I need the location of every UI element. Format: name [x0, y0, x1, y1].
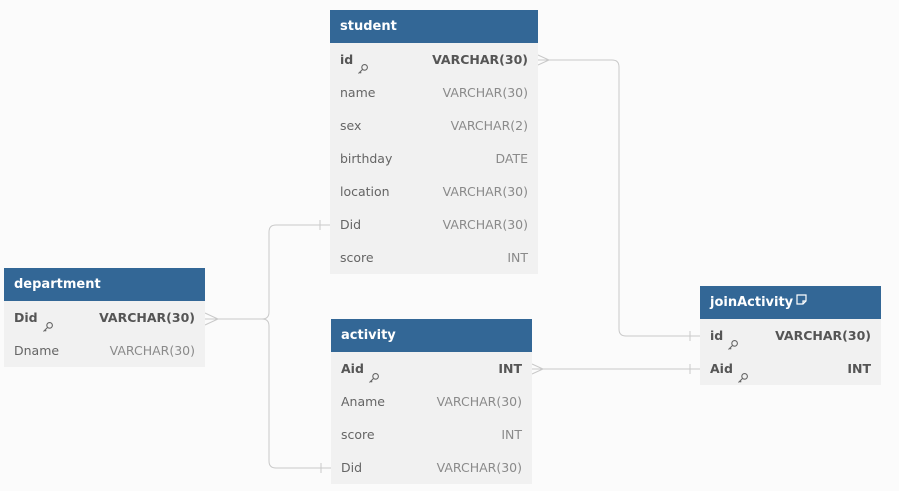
field-name-text: Aname [341, 394, 386, 409]
primary-key-icon [42, 312, 54, 332]
field-name: Aid [710, 352, 749, 385]
relationship-line-student-joinActivity [538, 59, 700, 337]
crows-foot-marker [531, 363, 545, 375]
field-name: Aname [341, 385, 385, 418]
field-name-text: id [710, 328, 724, 343]
field-name: score [341, 418, 375, 451]
field-row-student-4[interactable]: location VARCHAR(30) [330, 175, 538, 208]
table-title: department [14, 277, 101, 292]
table-header-joinActivity[interactable]: joinActivity [700, 286, 881, 319]
table-header-activity[interactable]: activity [331, 319, 532, 352]
field-type: VARCHAR(2) [450, 118, 528, 133]
field-type: VARCHAR(30) [432, 52, 528, 67]
field-type: INT [847, 361, 871, 376]
field-row-student-1[interactable]: name VARCHAR(30) [330, 76, 538, 109]
field-row-joinActivity-0[interactable]: id VARCHAR(30) [700, 319, 881, 352]
primary-key-icon [727, 330, 739, 350]
field-row-student-0[interactable]: id VARCHAR(30) [330, 43, 538, 76]
field-row-student-5[interactable]: Did VARCHAR(30) [330, 208, 538, 241]
note-icon[interactable] [796, 285, 807, 318]
field-name: Aid [341, 352, 380, 385]
field-name-text: location [340, 184, 390, 199]
field-name-text: id [340, 52, 354, 67]
field-name-text: birthday [340, 151, 393, 166]
field-name-text: Dname [14, 343, 60, 358]
field-type: VARCHAR(30) [436, 394, 522, 409]
field-type: INT [498, 361, 522, 376]
field-name-text: name [340, 85, 376, 100]
field-row-student-2[interactable]: sex VARCHAR(2) [330, 109, 538, 142]
field-type: VARCHAR(30) [99, 310, 195, 325]
field-name: id [340, 43, 369, 76]
field-name: id [710, 319, 739, 352]
field-name: Did [340, 208, 361, 241]
field-type: INT [507, 250, 528, 265]
field-type: VARCHAR(30) [775, 328, 871, 343]
crows-foot-marker [537, 54, 551, 66]
field-type: VARCHAR(30) [436, 460, 522, 475]
table-header-student[interactable]: student [330, 10, 538, 43]
table-joinActivity[interactable]: joinActivity id VARCHAR(30) Aid INT [700, 286, 881, 385]
field-name: birthday [340, 142, 392, 175]
field-row-activity-2[interactable]: score INT [331, 418, 532, 451]
field-name: Did [341, 451, 362, 484]
field-name-text: Aid [341, 361, 364, 376]
field-row-department-0[interactable]: Did VARCHAR(30) [4, 301, 205, 334]
field-row-activity-0[interactable]: Aid INT [331, 352, 532, 385]
table-title: activity [341, 328, 396, 343]
field-name-text: Did [340, 217, 362, 232]
field-name: Dname [14, 334, 59, 367]
field-name-text: score [341, 427, 375, 442]
field-row-department-1[interactable]: Dname VARCHAR(30) [4, 334, 205, 367]
field-name: location [340, 175, 390, 208]
field-name: Did [14, 301, 54, 334]
relationship-line-department-student [205, 224, 330, 320]
field-type: VARCHAR(30) [442, 217, 528, 232]
table-title: joinActivity [710, 295, 794, 310]
relationship-line-department-activity [205, 318, 331, 469]
field-type: VARCHAR(30) [442, 184, 528, 199]
table-header-department[interactable]: department [4, 268, 205, 301]
field-row-joinActivity-1[interactable]: Aid INT [700, 352, 881, 385]
primary-key-icon [368, 363, 380, 383]
field-name-text: sex [340, 118, 362, 133]
primary-key-icon [357, 54, 369, 74]
field-type: DATE [495, 151, 528, 166]
field-row-student-3[interactable]: birthday DATE [330, 142, 538, 175]
field-row-activity-1[interactable]: Aname VARCHAR(30) [331, 385, 532, 418]
field-row-student-6[interactable]: score INT [330, 241, 538, 274]
field-name-text: Did [14, 310, 38, 325]
field-name-text: Did [341, 460, 363, 475]
crows-foot-marker [204, 312, 220, 326]
field-name-text: Aid [710, 361, 733, 376]
field-name: sex [340, 109, 361, 142]
field-type: VARCHAR(30) [109, 343, 195, 358]
field-row-activity-3[interactable]: Did VARCHAR(30) [331, 451, 532, 484]
table-title: student [340, 19, 397, 34]
field-name: score [340, 241, 374, 274]
field-name: name [340, 76, 375, 109]
primary-key-icon [737, 363, 749, 383]
field-name-text: score [340, 250, 374, 265]
field-type: VARCHAR(30) [442, 85, 528, 100]
field-type: INT [501, 427, 522, 442]
